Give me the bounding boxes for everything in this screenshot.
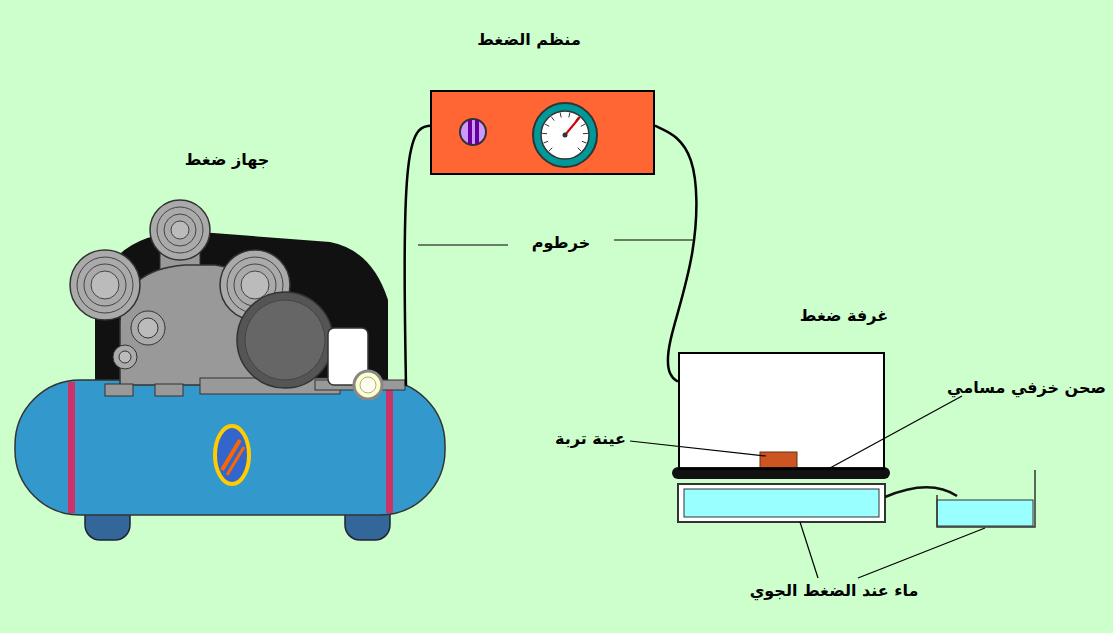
node-heading: منظم الضغط — [477, 30, 581, 49]
compressor: جهاز ضغط — [15, 212, 410, 540]
porous-plate-label: صحن خزفي مسامي — [947, 378, 1106, 397]
pressure-chamber: غرفة ضغط — [678, 352, 885, 470]
air-hose — [655, 126, 696, 382]
soil-sample-label: عينة تربة — [555, 429, 626, 448]
water-label: ماء عند الضغط الجوي — [750, 581, 919, 600]
pressure-regulator — [430, 90, 655, 175]
node-heading: جهاز ضغط — [185, 150, 270, 169]
compressor — [15, 200, 445, 540]
leader-lines — [418, 240, 985, 578]
node-heading: غرفة ضغط — [800, 306, 888, 325]
hose-label: خرطوم — [532, 233, 590, 252]
air-hose — [405, 126, 430, 386]
pressure-regulator: منظم الضغط — [430, 90, 655, 175]
